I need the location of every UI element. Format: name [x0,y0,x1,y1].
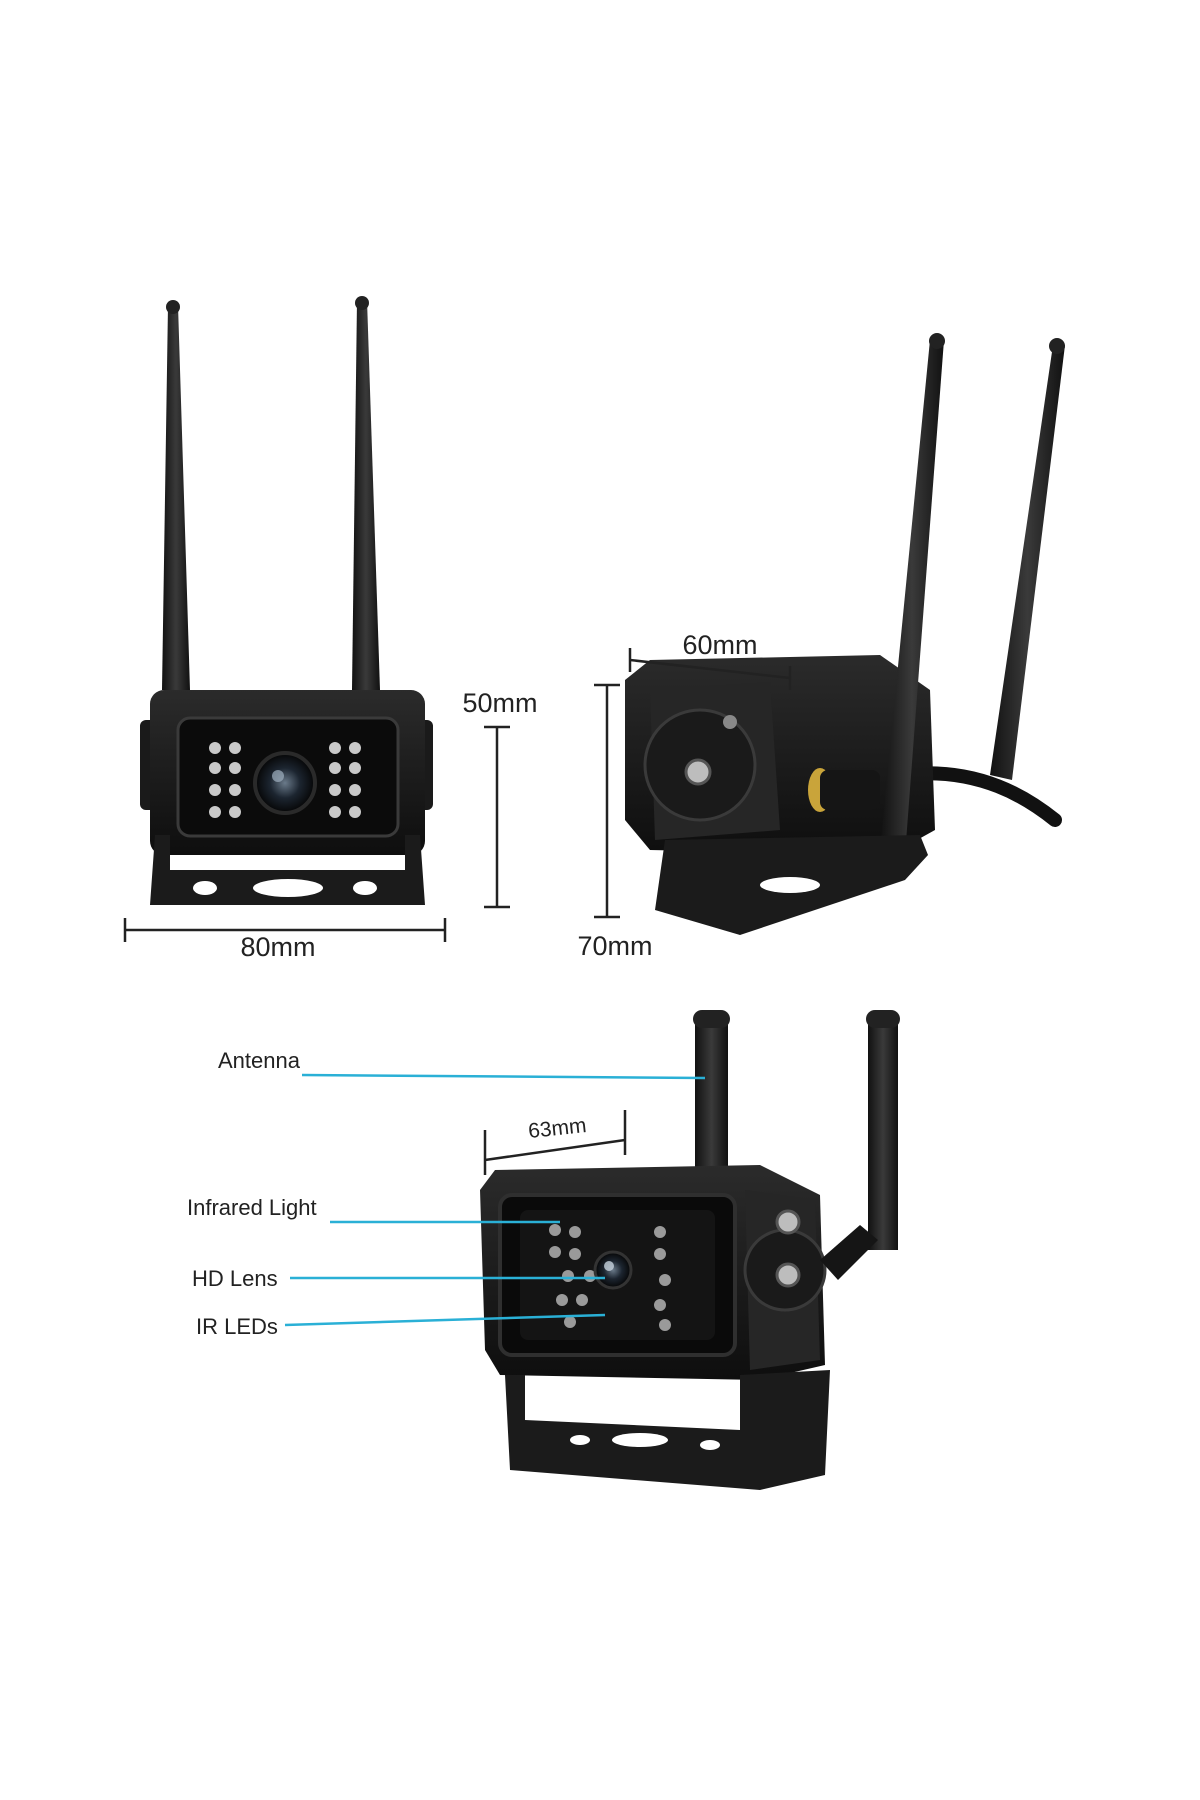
antenna-tip-icon [166,300,180,314]
mount-bracket [505,1370,830,1490]
antenna-icon [695,1018,728,1190]
antenna-callout-line [301,1073,706,1080]
antenna-tip-icon [355,296,369,310]
front-width-dimension [123,918,447,942]
annotated-camera [480,1010,900,1490]
front-view-camera [140,296,433,905]
side-depth-dimension [628,648,792,690]
ir-leds-icon [209,742,361,818]
bottom-width-dimension [483,1110,627,1175]
antenna-icon [162,305,190,690]
side-view-camera [625,333,1065,935]
ir-leds-label: IR LEDs [196,1314,278,1339]
antenna-icon [868,1018,898,1250]
ir-leds-icon [549,1224,671,1331]
hd-lens-label: HD Lens [192,1266,278,1291]
front-width-label: 80mm [240,932,315,962]
lens-icon [593,1250,633,1290]
side-height-label: 70mm [577,931,652,961]
callout-lines [284,1073,706,1327]
antenna-icon [880,340,944,855]
side-height-dimension [594,683,620,919]
side-depth-label: 60mm [682,630,757,660]
antenna-icon [990,345,1065,780]
lens-icon [253,751,317,815]
antenna-icon [352,300,380,690]
infrared-light-label: Infrared Light [187,1195,317,1220]
bottom-width-label: 63mm [527,1114,587,1143]
front-height-dimension [484,725,510,909]
antenna-label: Antenna [218,1048,301,1073]
front-height-label: 50mm [462,688,537,718]
ir-leds-callout-line [284,1313,606,1327]
